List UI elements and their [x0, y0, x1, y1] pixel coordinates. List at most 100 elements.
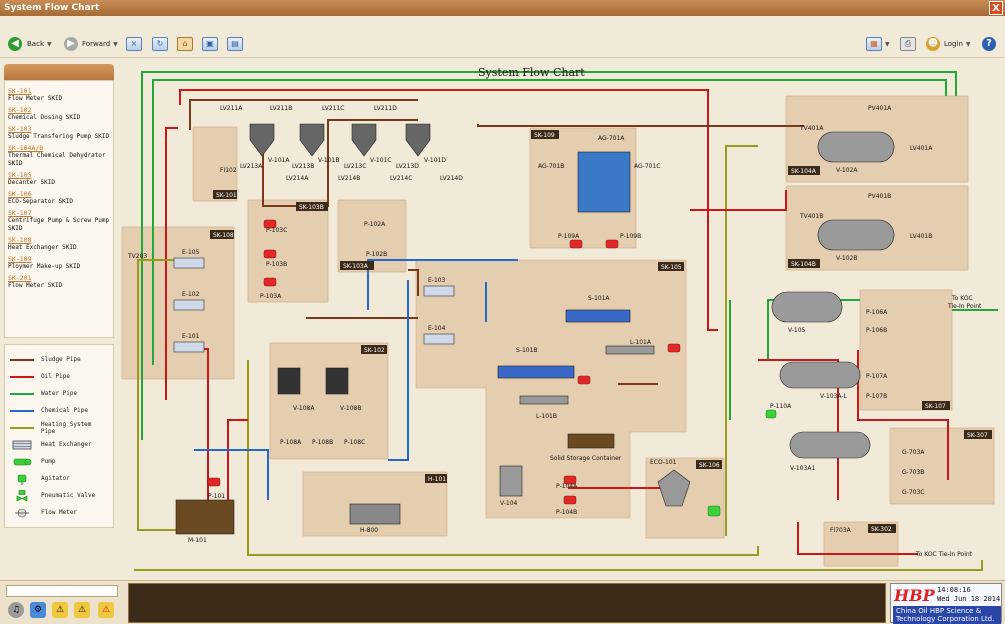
- forward-dropdown-icon[interactable]: ▼: [113, 40, 118, 48]
- skid-link[interactable]: SK-102: [8, 106, 32, 114]
- pump-label: G-703A: [902, 449, 925, 456]
- pump-label: P-103B: [266, 261, 287, 268]
- legend-row: Pump: [9, 453, 109, 470]
- print-button[interactable]: ⎙: [900, 34, 916, 54]
- printer-icon: ⎙: [900, 37, 916, 51]
- heater-h800: [349, 503, 401, 525]
- skid-area-sk106: [645, 457, 725, 539]
- equipment-label: LV211A: [220, 105, 243, 112]
- refresh-button[interactable]: ↻: [152, 34, 168, 54]
- legend-label: Heating System Pipe: [40, 420, 92, 435]
- forward-label: Forward: [82, 40, 111, 48]
- equipment-label: V-103A1: [790, 465, 815, 472]
- window-button[interactable]: ▤: [227, 34, 243, 54]
- heat-exchanger-icon: [12, 440, 32, 449]
- sludge-pipe: [189, 99, 418, 130]
- help-button[interactable]: ?: [982, 34, 996, 54]
- pump-label: P-101: [208, 493, 225, 500]
- equipment-label: TV401B: [799, 213, 823, 220]
- back-label: Back: [27, 40, 44, 48]
- pump-label: P-103C: [266, 227, 287, 234]
- event-message-box: [128, 583, 886, 623]
- pump-label: P-109A: [558, 233, 580, 240]
- close-button[interactable]: X: [989, 1, 1003, 15]
- koc-tie-in-label-1: To KOC: [951, 295, 973, 302]
- annotations: Solid Storage Container To KOC Tie-In Po…: [550, 295, 982, 558]
- skid-tag: SK-102: [364, 347, 385, 354]
- image-button[interactable]: ▣: [202, 34, 218, 54]
- equipment-label: V-101D: [424, 157, 446, 164]
- skid-link[interactable]: SK-106: [8, 190, 32, 198]
- pump-label: P-106A: [866, 309, 888, 316]
- pump-label: G-703C: [902, 489, 924, 496]
- legend-label: Flow Meter: [41, 509, 78, 516]
- skid-link[interactable]: SK-201: [8, 274, 32, 282]
- oil-pipe: [179, 89, 718, 331]
- speaker-icon[interactable]: ♫: [8, 602, 24, 618]
- clock-date: Wed Jun 18 2014: [937, 595, 1001, 603]
- pump-p104b: [563, 495, 577, 505]
- flow-meter-icon: [15, 508, 29, 517]
- pump-label: P-110A: [770, 403, 792, 410]
- skid-tag: SK-104B: [791, 261, 816, 268]
- pump-label: P-107B: [866, 393, 887, 400]
- back-button[interactable]: ◀ Back ▼: [8, 34, 52, 54]
- chart-menu-button[interactable]: ▦ ▼: [866, 34, 890, 54]
- title-bar: System Flow Chart X: [0, 0, 1005, 16]
- skid-tag: SK-101: [216, 192, 237, 199]
- equipment-label: E-105: [182, 249, 200, 256]
- caution-icon[interactable]: ⚠: [98, 602, 114, 618]
- login-dropdown-icon: ▼: [965, 40, 971, 48]
- oil-pipe-icon: [10, 375, 34, 378]
- skid-link[interactable]: SK-105: [8, 171, 32, 179]
- home-button[interactable]: ⌂: [177, 34, 193, 54]
- warning-list-icon[interactable]: ⚠: [52, 602, 68, 618]
- vessel-v102b: [817, 219, 895, 251]
- equipment-label: LV213C: [344, 163, 366, 170]
- equipment-label: LV214B: [338, 175, 360, 182]
- settings-icon[interactable]: ⚙: [30, 602, 46, 618]
- oil-pipe: [690, 190, 787, 211]
- equipment-label: AG-701C: [634, 163, 660, 170]
- skid-area-sk103b: [247, 199, 329, 303]
- tank-polymer: [577, 151, 631, 213]
- skid-link[interactable]: SK-107: [8, 209, 32, 217]
- equipment-label: PV401B: [868, 193, 891, 200]
- legend-label: Pump: [41, 458, 56, 465]
- cone-tank-v101c: [351, 123, 377, 157]
- alarm-icon[interactable]: ⚠: [74, 602, 90, 618]
- back-dropdown-icon[interactable]: ▼: [47, 40, 52, 48]
- skid-area-sk107: [859, 289, 953, 411]
- equipment-label: LV213D: [396, 163, 419, 170]
- skid-description: Flow Meter SKID: [8, 282, 63, 289]
- equipment-label: V-102B: [836, 255, 858, 262]
- stop-button[interactable]: ×: [126, 34, 142, 54]
- legend-row: Flow Meter: [9, 504, 109, 521]
- sludge-pipe-icon: [10, 358, 34, 361]
- skid-description: Flow Meter SKID: [8, 95, 63, 102]
- chemical-pipe-icon: [10, 409, 34, 412]
- equipment-label: V-102A: [836, 167, 858, 174]
- skid-link[interactable]: SK-108: [8, 236, 32, 244]
- forward-button[interactable]: ▶ Forward ▼: [64, 34, 118, 54]
- skid-link[interactable]: SK-101: [8, 87, 32, 95]
- skid-link[interactable]: SK-103: [8, 125, 32, 133]
- command-input[interactable]: [6, 585, 118, 597]
- forward-arrow-icon: ▶: [64, 37, 78, 51]
- login-label: Login: [944, 40, 963, 48]
- cone-tank-v101b: [299, 123, 325, 157]
- login-button[interactable]: ☻ Login ▼: [926, 34, 971, 54]
- skid-link[interactable]: SK-109: [8, 255, 32, 263]
- skid-link[interactable]: SK-104A/B: [8, 144, 44, 152]
- heating-pipe-icon: [9, 426, 34, 429]
